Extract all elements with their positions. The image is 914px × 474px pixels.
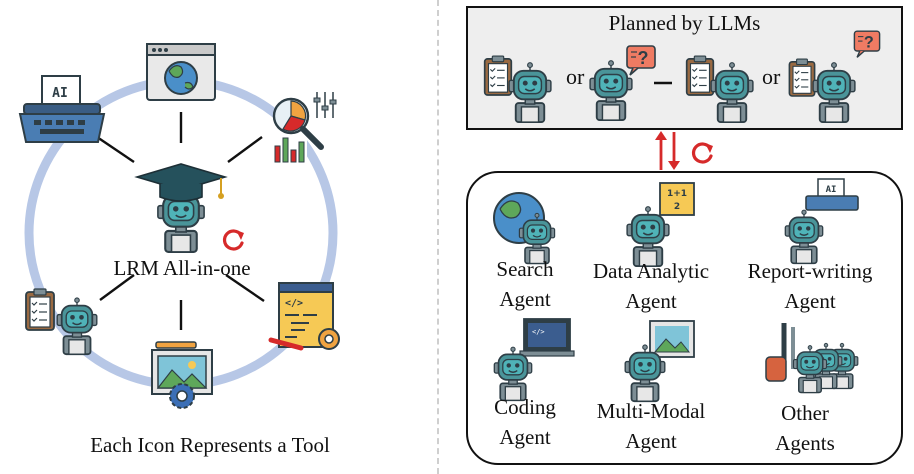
agent-label-report-writing: Report-writing (747, 259, 873, 283)
svg-text:1+1: 1+1 (667, 189, 687, 199)
data-analytic-agent-icon: 1+1 2 (626, 182, 695, 268)
svg-text:2: 2 (674, 202, 680, 212)
or-text-1: or (566, 64, 585, 89)
bidirectional-arrows (655, 131, 715, 170)
svg-text:AI: AI (52, 86, 68, 101)
data-analysis-icon (272, 92, 337, 163)
left-panel: </> AI (0, 0, 437, 474)
coding-agent-icon: </> (493, 318, 575, 402)
refresh-icon (222, 228, 246, 251)
checklist-robot-icon (685, 55, 754, 124)
report-writing-agent-icon: AI (784, 178, 859, 265)
image-settings-icon (151, 341, 213, 409)
refresh-icon (691, 141, 715, 164)
search-agent-icon (493, 192, 556, 265)
agent-label-search-2: Agent (499, 287, 551, 311)
agent-label-other: Other (781, 401, 829, 425)
code-editor-icon: </> (268, 282, 340, 351)
agent-label-search: Search (496, 257, 554, 281)
agent-label-coding: Coding (494, 395, 556, 419)
question-robot-icon (589, 45, 656, 122)
agent-label-other-2: Agents (775, 431, 835, 455)
agent-label-data-analytic: Data Analytic (592, 259, 710, 283)
graduation-cap-icon (134, 163, 228, 202)
svg-text:</>: </> (285, 298, 303, 309)
panel-divider (437, 0, 439, 474)
center-label: LRM All-in-one (113, 256, 251, 280)
agent-label-multi-modal: Multi-Modal (596, 399, 706, 423)
tool-caption: Each Icon Represents a Tool (90, 433, 330, 457)
multi-modal-agent-icon (624, 320, 695, 403)
checklist-question-robot-icon (788, 30, 881, 124)
agent-icons: 1+1 2 AI </> (493, 178, 859, 403)
checklist-robot-icon (25, 288, 98, 356)
or-text-2: or (762, 64, 781, 89)
typewriter-ai-icon: AI (18, 75, 106, 143)
agent-label-multi-modal-2: Agent (625, 429, 677, 453)
connector-lines (96, 112, 265, 330)
agent-label-data-analytic-2: Agent (625, 289, 677, 313)
agent-label-coding-2: Agent (499, 425, 551, 449)
globe-browser-icon (146, 43, 216, 101)
svg-text:</>: </> (532, 328, 545, 336)
other-agents-icon (765, 323, 859, 394)
agent-label-report-writing-2: Agent (784, 289, 836, 313)
planned-title: Planned by LLMs (608, 11, 761, 35)
tool-ring-diagram: </> AI (18, 43, 340, 409)
checklist-robot-icon (483, 55, 552, 124)
planned-sequence: or or (483, 30, 881, 124)
svg-text:AI: AI (826, 185, 837, 195)
